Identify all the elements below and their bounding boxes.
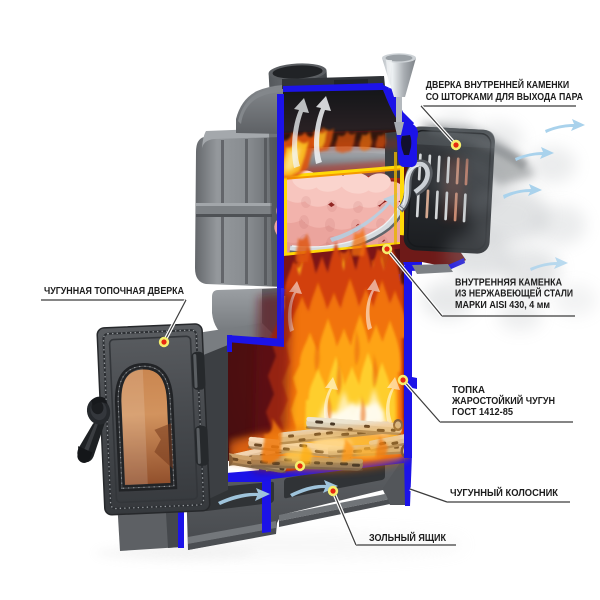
svg-text:ЗОЛЬНЫЙ ЯЩИК: ЗОЛЬНЫЙ ЯЩИК xyxy=(369,531,447,544)
svg-text:ГОСТ 1412-85: ГОСТ 1412-85 xyxy=(452,407,513,418)
svg-text:ТОПКА: ТОПКА xyxy=(452,385,485,396)
svg-text:МАРКИ AISI 430, 4 мм: МАРКИ AISI 430, 4 мм xyxy=(455,300,550,311)
svg-text:СО ШТОРКАМИ ДЛЯ ВЫХОДА ПАРА: СО ШТОРКАМИ ДЛЯ ВЫХОДА ПАРА xyxy=(426,92,583,103)
svg-text:ЧУГУННЫЙ КОЛОСНИК: ЧУГУННЫЙ КОЛОСНИК xyxy=(450,486,559,499)
svg-text:ВНУТРЕННЯЯ КАМЕНКА: ВНУТРЕННЯЯ КАМЕНКА xyxy=(455,278,562,289)
svg-text:ДВЕРКА ВНУТРЕННЕЙ КАМЕНКИ: ДВЕРКА ВНУТРЕННЕЙ КАМЕНКИ xyxy=(426,78,569,91)
svg-text:ЖАРОСТОЙКИЙ ЧУГУН: ЖАРОСТОЙКИЙ ЧУГУН xyxy=(451,394,555,407)
svg-text:ИЗ НЕРЖАВЕЮЩЕЙ СТАЛИ: ИЗ НЕРЖАВЕЮЩЕЙ СТАЛИ xyxy=(455,287,573,300)
svg-text:ЧУГУННАЯ ТОПОЧНАЯ ДВЕРКА: ЧУГУННАЯ ТОПОЧНАЯ ДВЕРКА xyxy=(44,286,184,297)
